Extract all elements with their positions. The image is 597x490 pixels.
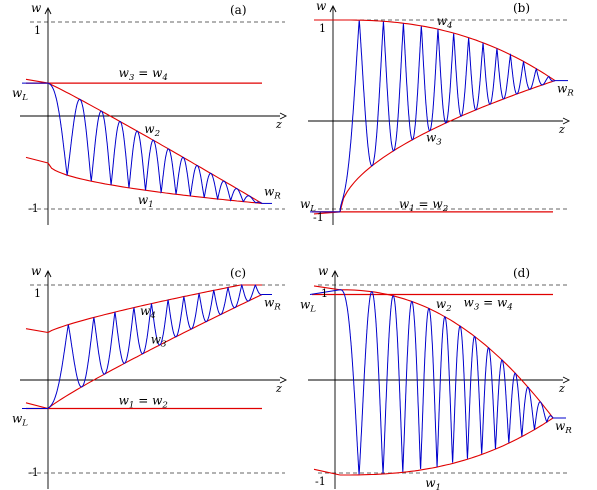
w-arrow bbox=[331, 269, 339, 278]
wave-lead bbox=[309, 289, 341, 295]
wave-curve bbox=[339, 20, 556, 212]
lower-label: w3​ bbox=[426, 130, 442, 147]
envelope-lower-ext bbox=[25, 402, 49, 410]
panel-c: w z 1 -1 (c) wL​ wR​ w4​ w3​ w1​ = w2​ bbox=[12, 264, 288, 489]
tick-bottom-label: -1 bbox=[315, 475, 326, 488]
envelope-upper-ext bbox=[313, 285, 341, 291]
wave-curve bbox=[47, 82, 263, 204]
wl-label: wL​ bbox=[300, 197, 316, 214]
envelope-upper bbox=[47, 284, 262, 333]
panel-tag: (c) bbox=[230, 266, 246, 280]
tick-bottom-label: -1 bbox=[28, 202, 39, 215]
panel-d: w z 1 -1 (d) wL​ wR​ w2​ w1​ w3​ = w4​ bbox=[300, 264, 572, 490]
upper-label: w2​ bbox=[144, 122, 160, 139]
envelope-upper-ext bbox=[25, 78, 49, 84]
flat-label: w1​ = w2​ bbox=[399, 197, 448, 214]
z-axis-label: z bbox=[558, 123, 565, 136]
wl-label: wL​ bbox=[12, 412, 28, 429]
w-axis-label: w bbox=[31, 264, 42, 278]
envelope-upper-ext bbox=[25, 328, 49, 334]
panel-tag: (d) bbox=[513, 266, 530, 280]
z-arrow bbox=[279, 376, 288, 384]
wr-label: wR​ bbox=[557, 82, 574, 99]
z-axis-label: z bbox=[275, 118, 282, 131]
tick-top-label: 1 bbox=[321, 287, 328, 300]
w-arrow bbox=[44, 6, 52, 15]
wr-label: wR​ bbox=[555, 419, 572, 436]
w-axis-label: w bbox=[316, 0, 327, 13]
flat-label: w3​ = w4​ bbox=[464, 296, 513, 313]
envelope-lower-ext bbox=[25, 156, 49, 164]
wave-curve bbox=[47, 283, 263, 409]
z-arrow bbox=[562, 376, 571, 384]
w-arrow bbox=[329, 4, 337, 13]
z-arrow bbox=[279, 112, 288, 120]
tick-top-label: 1 bbox=[34, 24, 41, 37]
z-axis-label: z bbox=[275, 382, 282, 395]
panel-a: w z 1 -1 (a) wL​ wR​ w2​ w1​ w3​ = w4​ bbox=[12, 1, 288, 225]
envelope-lower-ext bbox=[313, 468, 341, 476]
envelope-lower bbox=[340, 417, 554, 476]
envelope-lower bbox=[339, 80, 556, 213]
envelope-lower bbox=[47, 294, 263, 409]
z-arrow bbox=[562, 117, 571, 125]
tick-top-label: 1 bbox=[319, 22, 326, 35]
wl-label: wL​ bbox=[12, 86, 28, 103]
envelope-upper bbox=[47, 82, 263, 204]
upper-label: w4​ bbox=[437, 14, 453, 31]
upper-label: w2​ bbox=[436, 297, 452, 314]
panel-tag: (a) bbox=[230, 3, 247, 17]
z-axis-label: z bbox=[558, 382, 565, 395]
panel-tag: (b) bbox=[513, 1, 530, 15]
upper-label: w4​ bbox=[140, 304, 156, 321]
envelope-upper bbox=[340, 19, 556, 82]
wr-label: wR​ bbox=[264, 296, 281, 313]
panel-b: w z 1 -1 (b) wL​ wR​ w4​ w3​ w1​ = w2​ bbox=[300, 0, 574, 225]
lower-label: w1​ bbox=[138, 193, 154, 210]
flat-label: w1​ = w2​ bbox=[119, 394, 168, 411]
w-arrow bbox=[44, 269, 52, 278]
wl-label: wL​ bbox=[300, 298, 316, 315]
tick-top-label: 1 bbox=[34, 287, 41, 300]
envelope-lower bbox=[47, 162, 263, 204]
w-axis-label: w bbox=[31, 1, 42, 15]
wr-label: wR​ bbox=[264, 184, 281, 201]
flat-label: w3​ = w4​ bbox=[119, 66, 168, 83]
wave-curve bbox=[340, 289, 554, 475]
lower-label: w3​ bbox=[151, 333, 167, 350]
tick-bottom-label: -1 bbox=[28, 466, 39, 479]
envelope-upper bbox=[340, 289, 554, 419]
tick-bottom-label: -1 bbox=[313, 211, 324, 224]
lower-label: w1​ bbox=[425, 476, 441, 490]
w-axis-label: w bbox=[318, 264, 329, 278]
